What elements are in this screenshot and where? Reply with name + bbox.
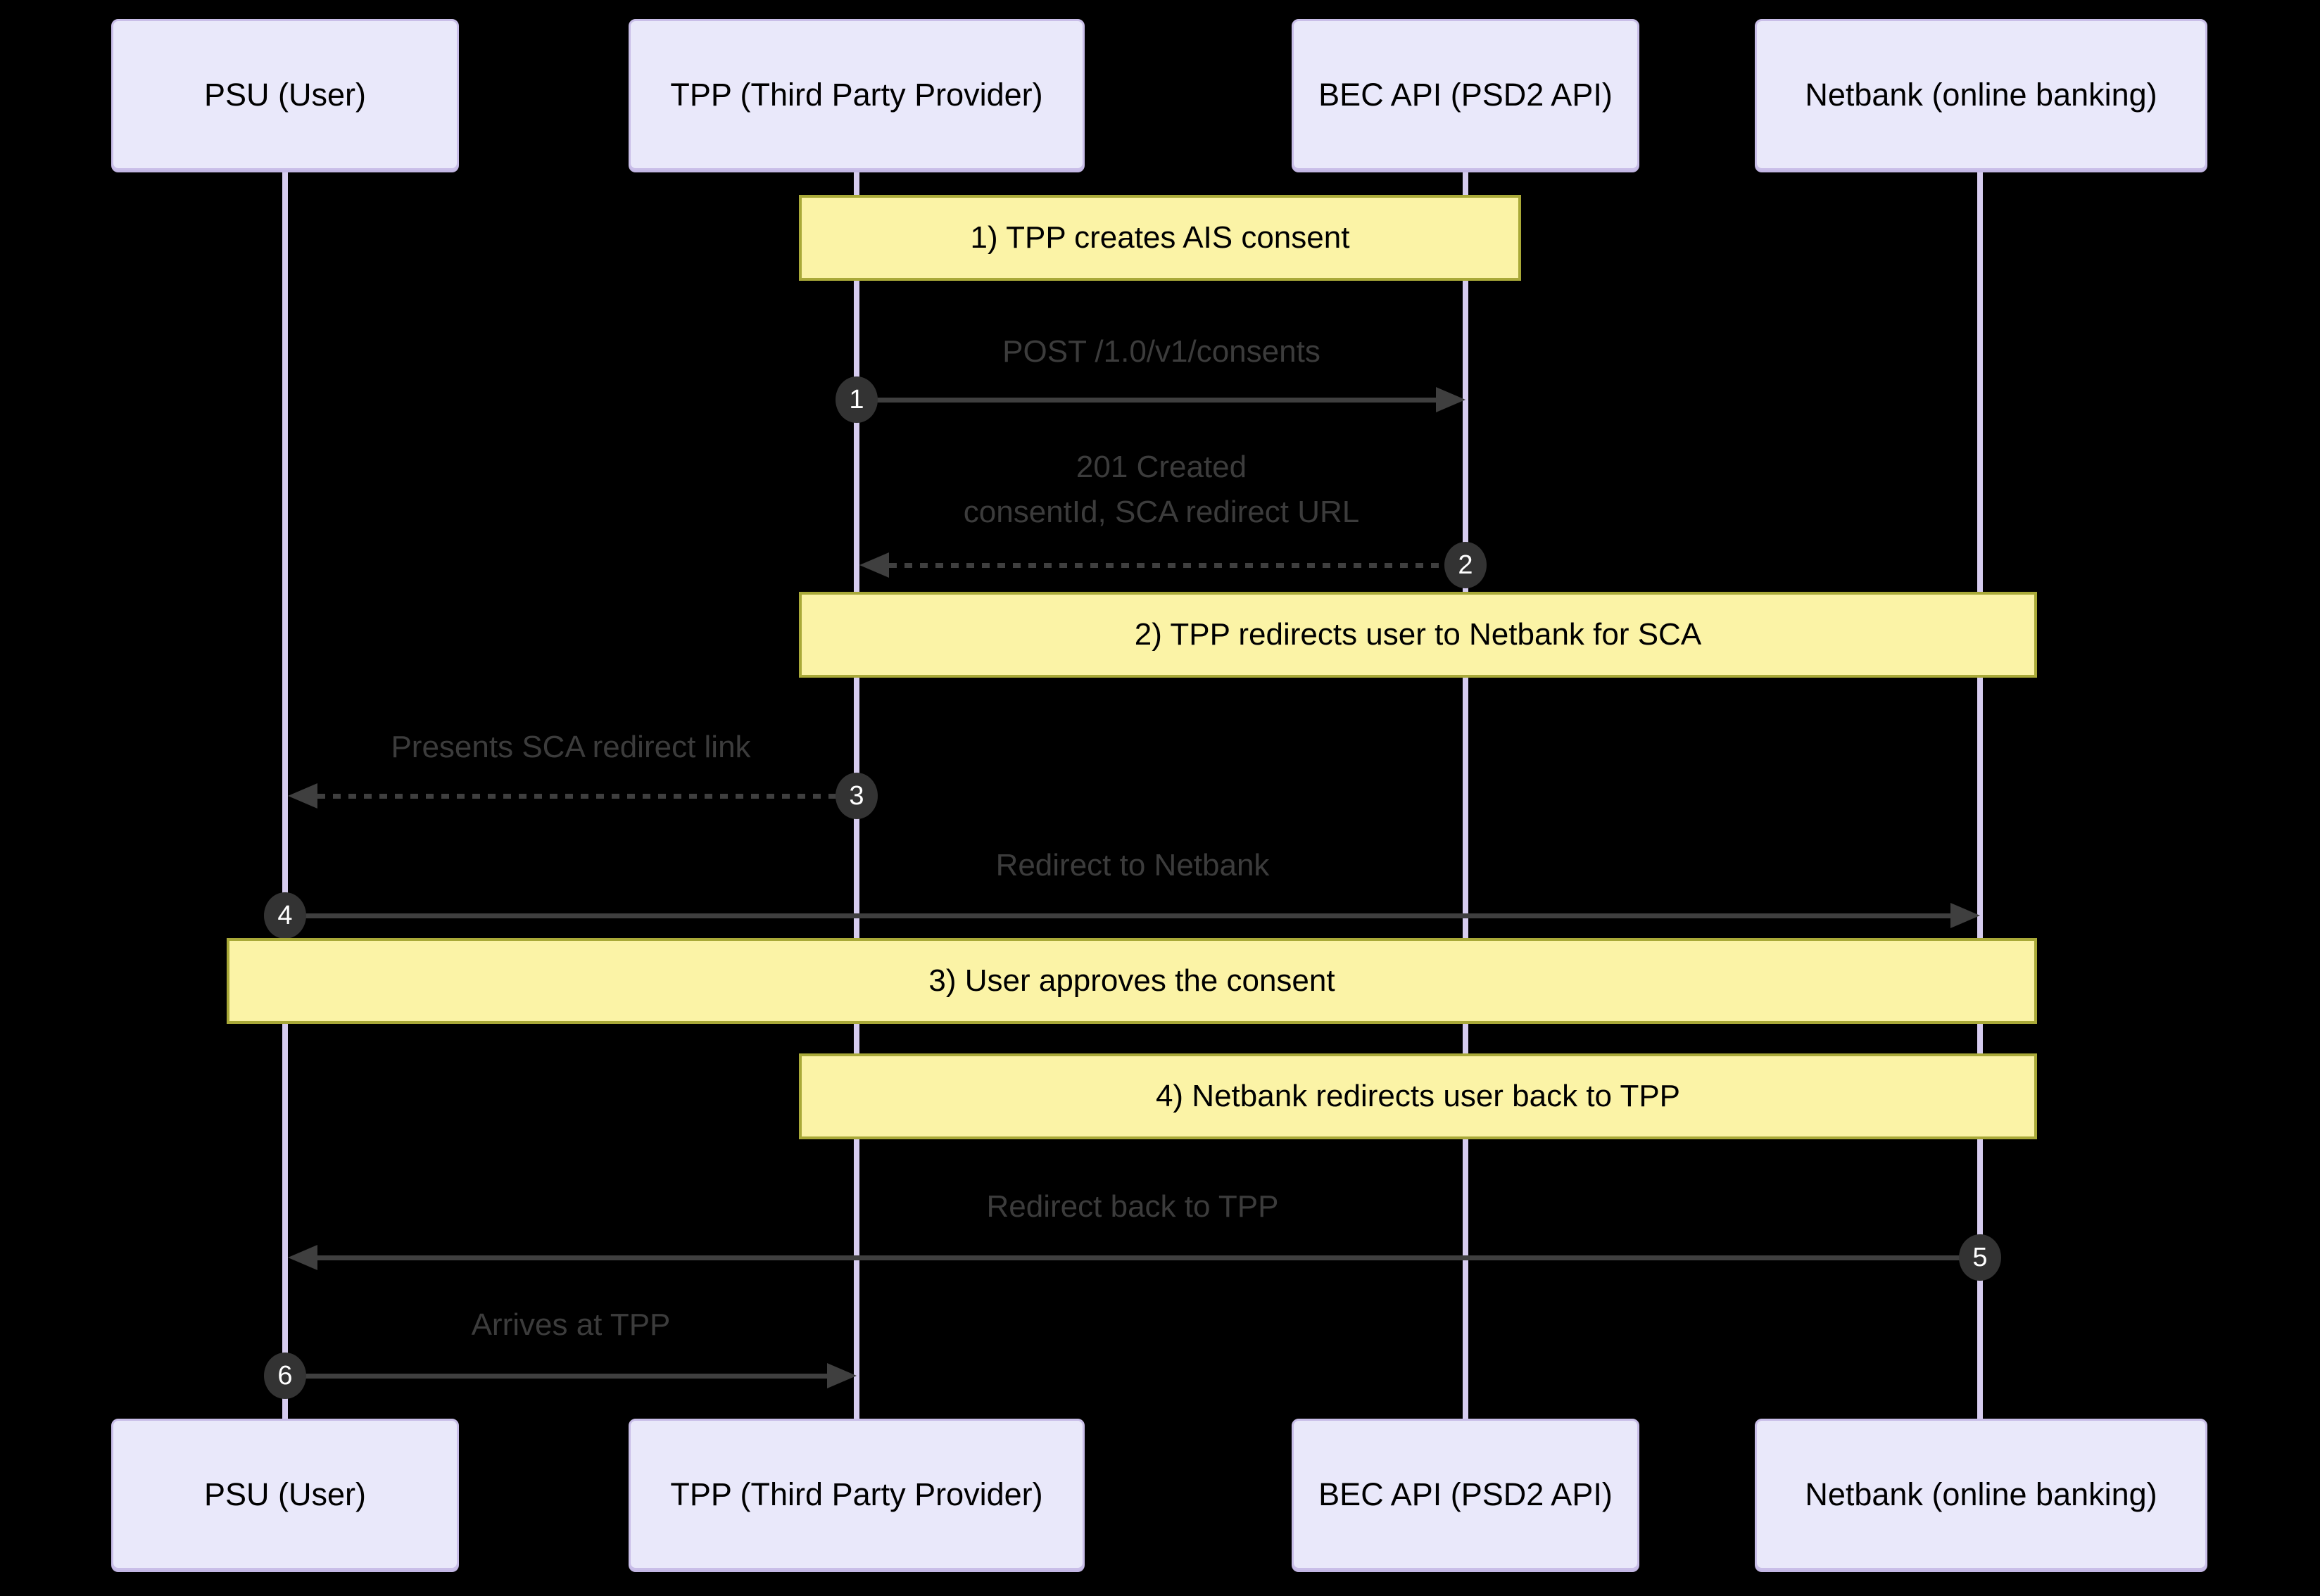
lifeline-netbank [1977,170,1983,1419]
actor-top-psu: PSU (User) [111,19,459,170]
actor-top-netbank: Netbank (online banking) [1755,19,2207,170]
message-4-arrowhead-icon [1950,903,1980,928]
actor-label: PSU (User) [203,1476,366,1512]
note-label: 3) User approves the consent [928,963,1335,998]
note-2: 2) TPP redirects user to Netbank for SCA [799,592,2037,678]
actor-label: BEC API (PSD2 API) [1318,76,1613,113]
message-1-arrowhead-icon [1436,387,1465,412]
message-1-label: POST /1.0/v1/consents [1002,334,1320,369]
actor-label: PSU (User) [203,76,366,113]
seq-badge-6: 6 [264,1353,306,1399]
note-label: 2) TPP redirects user to Netbank for SCA [1134,617,1702,652]
message-6-label: Arrives at TPP [471,1307,671,1342]
actor-bottom-bec-api: BEC API (PSD2 API) [1292,1419,1639,1570]
note-3: 3) User approves the consent [227,938,2037,1024]
note-4: 4) Netbank redirects user back to TPP [799,1053,2037,1139]
actor-label: TPP (Third Party Provider) [670,76,1043,113]
message-3-arrowhead-icon [288,783,317,809]
seq-badge-3: 3 [836,773,878,819]
message-1-line [857,398,1437,403]
actor-top-bec-api: BEC API (PSD2 API) [1292,19,1639,170]
message-4-line [285,913,1952,918]
message-2-label: 201 Created consentId, SCA redirect URL [963,450,1360,529]
seq-badge-2: 2 [1444,542,1487,588]
lifeline-psu [282,170,288,1419]
message-4-label: Redirect to Netbank [995,848,1270,882]
message-2-arrowhead-icon [859,552,889,578]
note-1: 1) TPP creates AIS consent [799,195,1521,281]
message-3-label: Presents SCA redirect link [391,730,751,764]
seq-badge-4: 4 [264,892,306,939]
message-5-arrowhead-icon [288,1245,317,1270]
actor-label: Netbank (online banking) [1805,1476,2157,1512]
seq-badge-1: 1 [836,376,878,423]
message-6-line [285,1374,828,1379]
actor-top-tpp: TPP (Third Party Provider) [629,19,1085,170]
message-6-arrowhead-icon [827,1363,857,1388]
message-5-label: Redirect back to TPP [986,1189,1279,1224]
actor-label: Netbank (online banking) [1805,76,2157,113]
actor-label: TPP (Third Party Provider) [670,1476,1043,1512]
message-5-line [317,1255,1980,1260]
message-2-line [889,563,1465,568]
actor-bottom-netbank: Netbank (online banking) [1755,1419,2207,1570]
actor-bottom-psu: PSU (User) [111,1419,459,1570]
lifeline-bec-api [1463,170,1468,1419]
seq-badge-5: 5 [1959,1234,2001,1281]
note-label: 4) Netbank redirects user back to TPP [1155,1079,1681,1113]
message-3-line [317,794,857,799]
actor-bottom-tpp: TPP (Third Party Provider) [629,1419,1085,1570]
note-label: 1) TPP creates AIS consent [970,220,1350,255]
actor-label: BEC API (PSD2 API) [1318,1476,1613,1512]
